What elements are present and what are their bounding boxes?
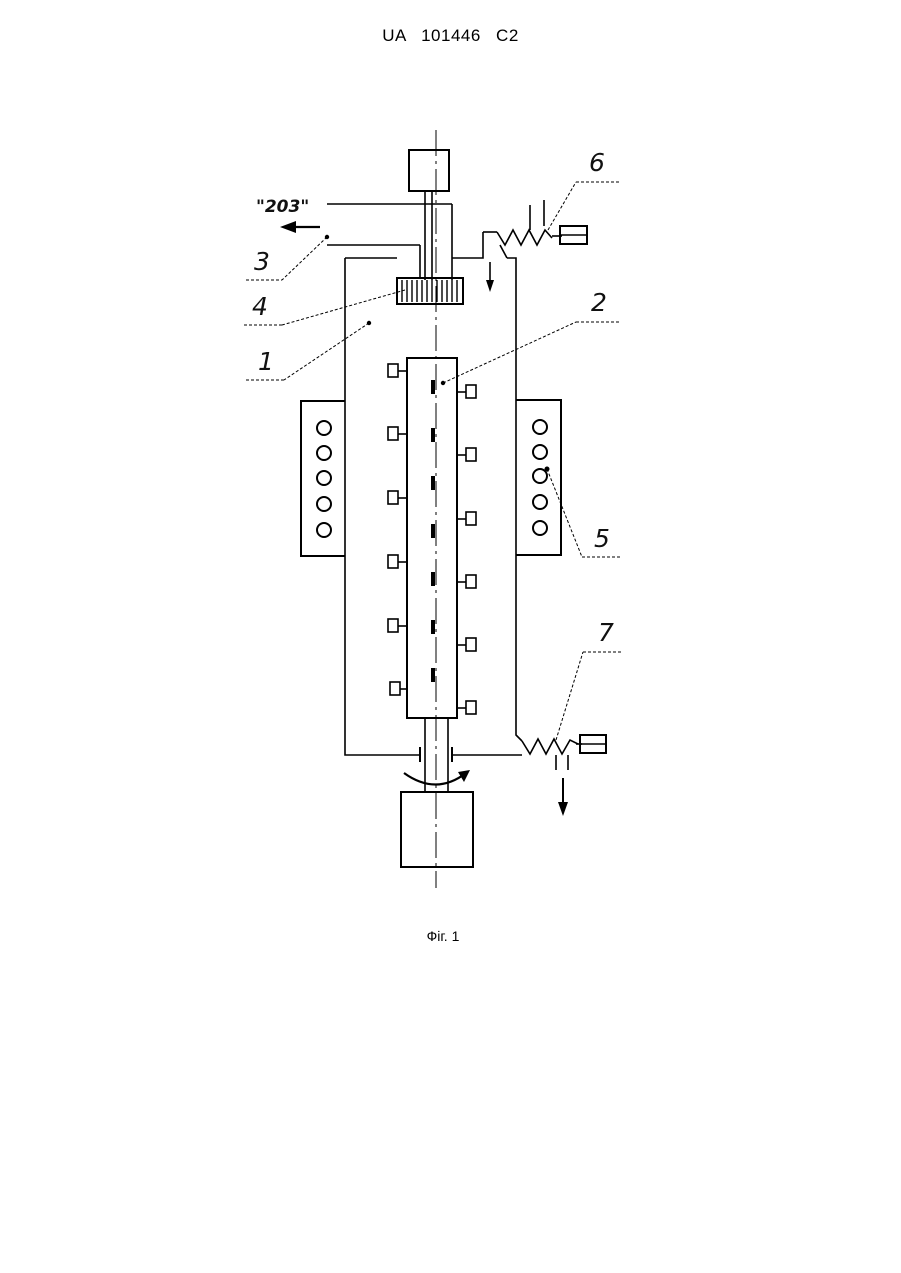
right-heater-jacket [516, 400, 561, 555]
bottom-motor [401, 792, 473, 867]
right-paddles [457, 385, 476, 714]
left-heater-jacket [301, 401, 345, 556]
right-heater-coils [533, 420, 547, 535]
callout-7: 7 [598, 618, 614, 647]
callout-3: 3 [254, 247, 270, 276]
callout-4: 4 [252, 292, 268, 321]
vent-drop-6 [500, 245, 507, 258]
valve-7-spring [522, 739, 578, 754]
callout-1: 1 [258, 347, 274, 376]
callout-6: 6 [589, 148, 605, 177]
valve-6-spring [497, 230, 552, 245]
drain-arrow-head [558, 802, 568, 816]
flow-arrow-head-top [486, 280, 494, 292]
outlet-203-label: "203" [256, 197, 309, 217]
gear-teeth [402, 280, 457, 302]
callout-5: 5 [594, 524, 610, 553]
left-paddles [388, 364, 407, 695]
rotation-arrow [404, 773, 466, 785]
top-motor [409, 150, 449, 191]
figure-caption: Фіг. 1 [0, 928, 886, 944]
callout-2: 2 [591, 288, 607, 317]
left-heater-coils [317, 421, 331, 537]
outlet-arrow-head [280, 221, 296, 233]
